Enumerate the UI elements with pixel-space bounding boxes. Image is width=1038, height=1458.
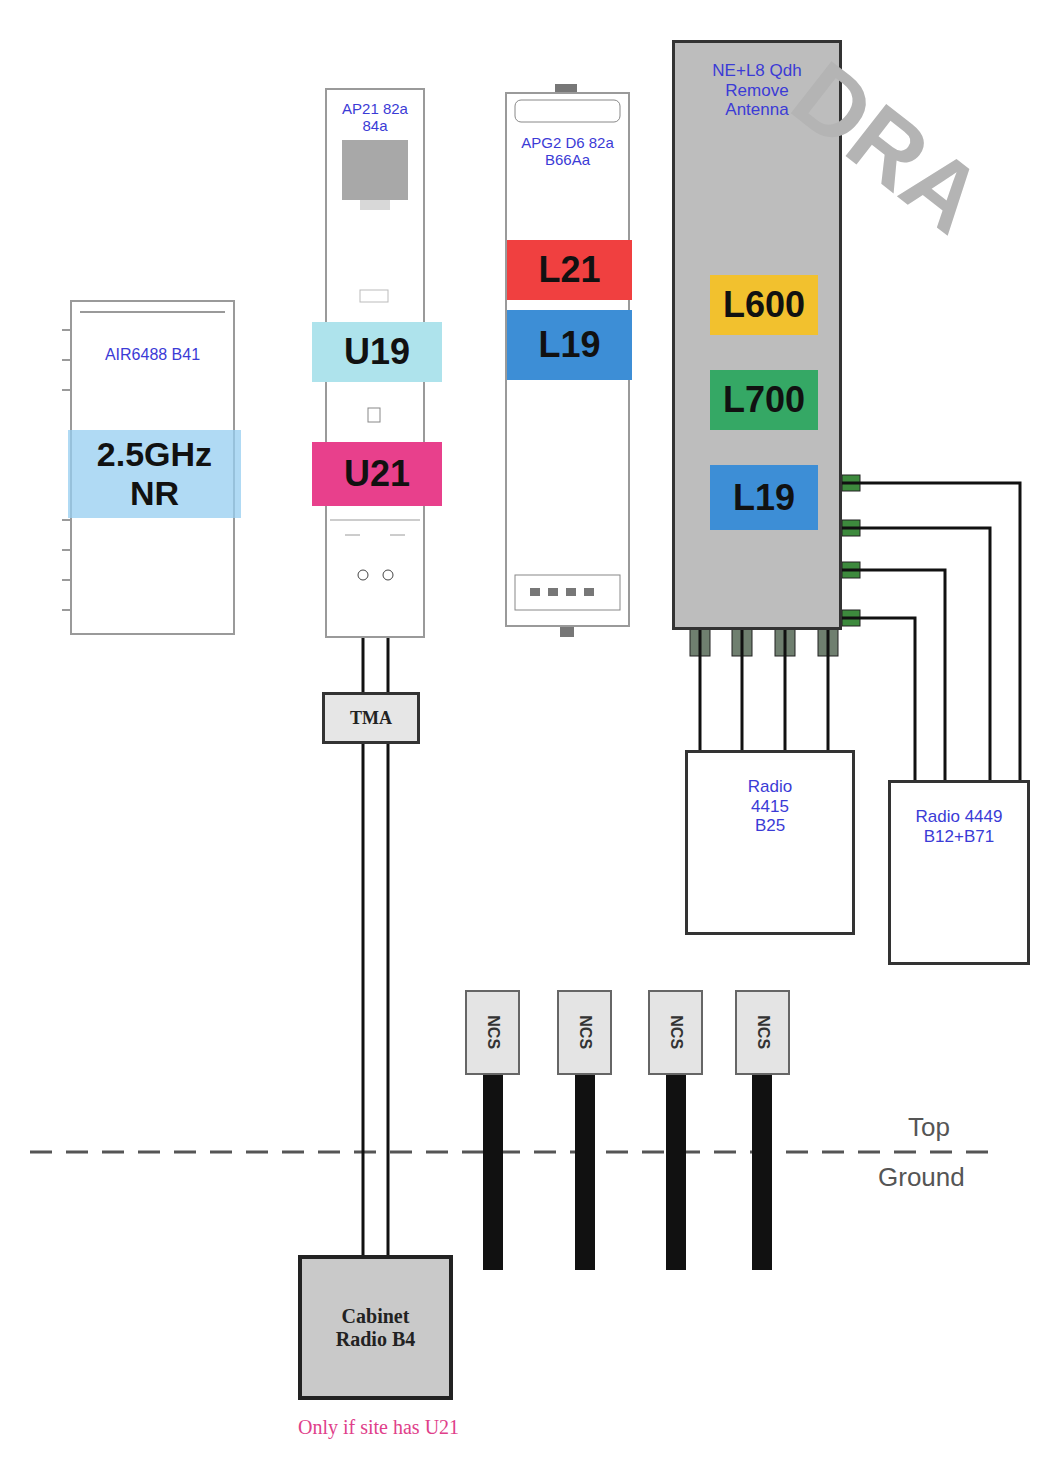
antenna-label: AIR6488 B41 [105, 346, 200, 364]
band-text: L21 [538, 249, 600, 290]
cable-line [784, 630, 787, 750]
ncs-unit: NCS [557, 990, 612, 1075]
antenna-cap [515, 100, 620, 122]
band-label: L21 [507, 240, 632, 300]
cabinet-box: Cabinet Radio B4 [298, 1255, 453, 1400]
cable [483, 1075, 772, 1270]
antenna-detail [345, 535, 360, 536]
ncs-unit: NCS [648, 990, 703, 1075]
cable-line [741, 630, 744, 750]
tma-box: TMA [322, 692, 420, 744]
antenna-port [383, 570, 393, 580]
box-label: Radio 4449 B12+B71 [914, 807, 1004, 846]
antenna-port [358, 570, 368, 580]
cable-line [842, 570, 945, 780]
antenna-detail [330, 520, 420, 521]
cable-line [699, 630, 702, 750]
antenna-tube [342, 140, 408, 200]
band-label: L700 [710, 370, 818, 430]
level-label: Ground [878, 1162, 965, 1193]
box-label: NCS [753, 1016, 771, 1050]
band-text: 2.5GHz NR [90, 435, 220, 513]
antenna-detail [360, 200, 390, 210]
antenna-detail [360, 290, 388, 302]
level-label: Top [908, 1112, 950, 1143]
radio-box: Radio 4415 B25 [685, 750, 855, 935]
radio-box: Radio 4449 B12+B71 [888, 780, 1030, 965]
antenna: AIR6488 B41 2.5GHz NR [70, 300, 235, 635]
ncs-unit: NCS [465, 990, 520, 1075]
box-label: Cabinet Radio B4 [316, 1305, 436, 1351]
cable-line [827, 630, 830, 750]
antenna-label: AP21 82a 84a [331, 100, 419, 135]
antenna: AP21 82a 84aU19U21 [325, 88, 425, 638]
ncs-unit: NCS [735, 990, 790, 1075]
band-label: 2.5GHz NR [68, 430, 241, 518]
band-label: L19 [507, 310, 632, 380]
cable-line [387, 638, 390, 692]
antenna-detail [368, 408, 380, 422]
antenna: APG2 D6 82a B66AaL21L19 [505, 92, 630, 627]
note: Only if site has U21 [298, 1416, 459, 1439]
band-text: L600 [723, 284, 805, 325]
cable-line [842, 483, 1020, 780]
band-label: L19 [710, 465, 818, 530]
band-text: L19 [538, 324, 600, 365]
box-label: NCS [666, 1016, 684, 1050]
band-label: U21 [312, 442, 442, 506]
band-text: U19 [344, 331, 410, 372]
cable-line [362, 744, 365, 1255]
antenna-cap [515, 575, 620, 610]
band-text: L19 [733, 477, 795, 518]
box-label: Radio 4415 B25 [735, 777, 805, 836]
box-label: NCS [575, 1016, 593, 1050]
band-text: U21 [344, 453, 410, 494]
roof-line [30, 1151, 1000, 1154]
antenna-detail [390, 535, 405, 536]
cable-line [842, 528, 990, 780]
band-text: L700 [723, 379, 805, 420]
box-label: NCS [483, 1016, 501, 1050]
antenna-label: APG2 D6 82a B66Aa [513, 134, 622, 169]
cable-line [362, 638, 365, 692]
box-label: TMA [350, 708, 392, 729]
band-label: L600 [710, 275, 818, 335]
cable-line [387, 744, 390, 1255]
band-label: U19 [312, 322, 442, 382]
